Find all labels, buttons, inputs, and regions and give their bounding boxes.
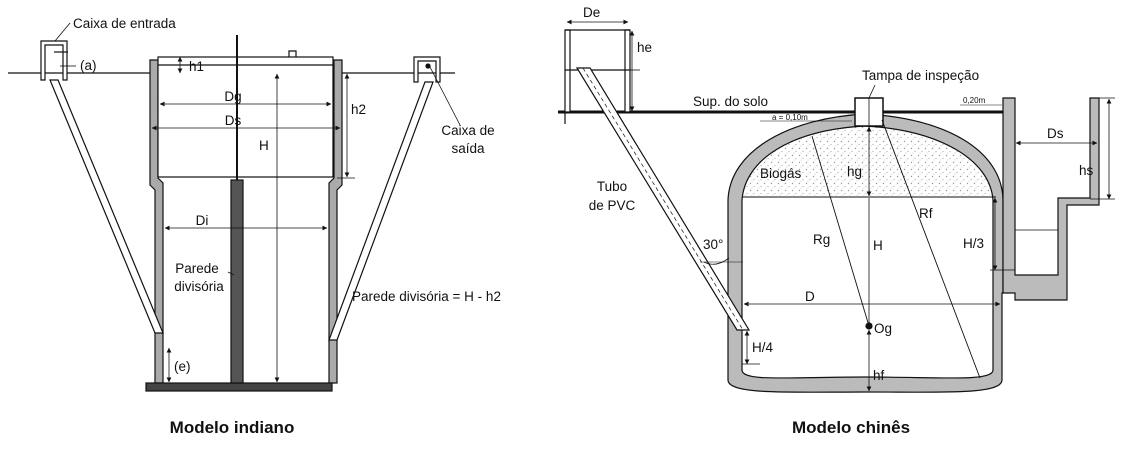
label-e: (e) xyxy=(174,359,191,374)
label-og: Og xyxy=(874,321,892,336)
label-caixa-saida-2: saída xyxy=(451,141,485,156)
radius-rg xyxy=(811,135,870,327)
label-a: (a) xyxy=(80,58,97,73)
label-ds: Ds xyxy=(225,113,242,128)
label-h3: H/3 xyxy=(963,236,984,251)
label-tubo-2: de PVC xyxy=(589,198,636,213)
digester-base xyxy=(145,382,333,392)
inlet-pipe xyxy=(49,79,164,334)
gas-holder xyxy=(157,56,334,178)
outlet-pipe xyxy=(328,81,434,341)
tubo-pvc xyxy=(575,67,751,331)
label-tampa: Tampa de inspeção xyxy=(862,68,979,83)
label-h1: h1 xyxy=(189,59,204,74)
label-hg: hg xyxy=(847,164,862,179)
angle-30-arc xyxy=(703,257,730,265)
label-dg: Dg xyxy=(224,89,241,104)
label-dim-020: 0,20m xyxy=(963,96,986,105)
label-hf: hf xyxy=(873,368,885,383)
label-caixa-entrada: Caixa de entrada xyxy=(73,16,176,31)
label-di: Di xyxy=(196,213,209,228)
digester-right-wall xyxy=(328,59,343,384)
label-sup-solo: Sup. do solo xyxy=(693,94,768,109)
label-biogas: Biogás xyxy=(760,166,802,181)
og-point xyxy=(865,322,873,330)
radius-rf xyxy=(881,119,981,379)
chinese-labels: De he Tampa de inspeção Sup. do solo a =… xyxy=(583,5,1094,437)
label-rf: Rf xyxy=(919,206,933,221)
label-caixa-saida-1: Caixa de xyxy=(441,123,494,138)
label-h-cn: H xyxy=(873,238,883,253)
label-parede-formula: Parede divisória = H - h2 xyxy=(352,289,501,304)
label-rg: Rg xyxy=(813,232,830,247)
caption-modelo-chines: Modelo chinês xyxy=(792,418,910,437)
label-de: De xyxy=(583,5,600,20)
outlet-box xyxy=(413,56,441,83)
label-h4: H/4 xyxy=(752,340,774,355)
parede-divisoria xyxy=(230,179,244,384)
label-tubo-1: Tubo xyxy=(597,179,627,194)
label-d: D xyxy=(805,289,815,304)
label-hs: hs xyxy=(1079,163,1094,178)
label-angle: 30° xyxy=(703,237,723,252)
label-parede-1: Parede xyxy=(175,261,219,276)
label-h: H xyxy=(259,138,269,153)
label-parede-2: divisória xyxy=(174,279,224,294)
label-ds-cn: Ds xyxy=(1047,126,1064,141)
label-he: he xyxy=(637,40,652,55)
indian-labels: Caixa de entrada (a) h1 Dg Ds h2 H Caixa… xyxy=(73,16,501,437)
indian-model xyxy=(8,22,461,392)
label-h2: h2 xyxy=(351,102,366,117)
label-a-dim: a = 0,10m xyxy=(772,113,808,122)
caption-modelo-indiano: Modelo indiano xyxy=(170,418,295,437)
chinese-model xyxy=(558,19,1115,393)
inlet-box xyxy=(40,40,68,81)
